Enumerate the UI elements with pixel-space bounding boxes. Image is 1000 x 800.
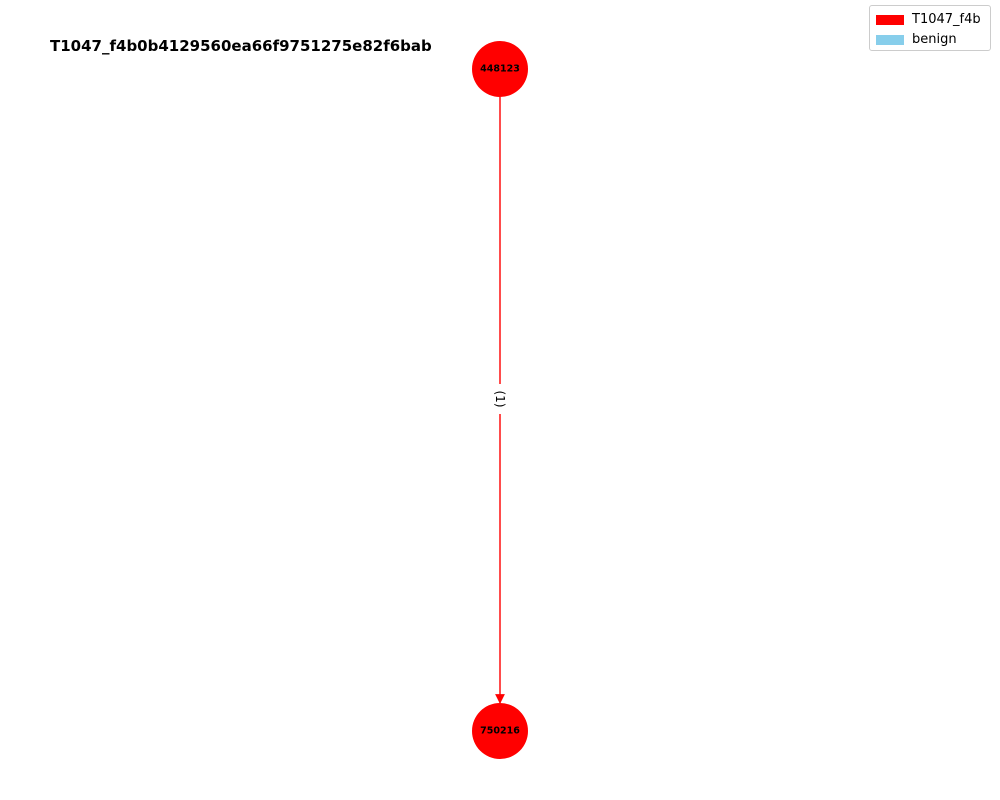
node-label: 448123 [480, 64, 520, 75]
legend-item-attack: T1047_f4b [876, 11, 990, 28]
edge-448123-750216: (1) [493, 97, 507, 704]
legend-swatch-attack [876, 14, 904, 25]
legend-item-benign: benign [876, 31, 990, 48]
graph-title: T1047_f4b0b4129560ea66f9751275e82f6bab [50, 37, 432, 55]
graph-node[interactable]: 448123 [472, 41, 528, 97]
graph-node[interactable]: 750216 [472, 703, 528, 759]
legend-label-attack: T1047_f4b [912, 12, 981, 27]
legend-swatch-benign [876, 34, 904, 45]
legend-label-benign: benign [912, 32, 957, 47]
node-circle[interactable] [472, 41, 528, 97]
node-circle[interactable] [472, 703, 528, 759]
edge-label: (1) [493, 391, 507, 408]
legend: T1047_f4b benign [869, 5, 991, 51]
node-label: 750216 [480, 726, 520, 737]
